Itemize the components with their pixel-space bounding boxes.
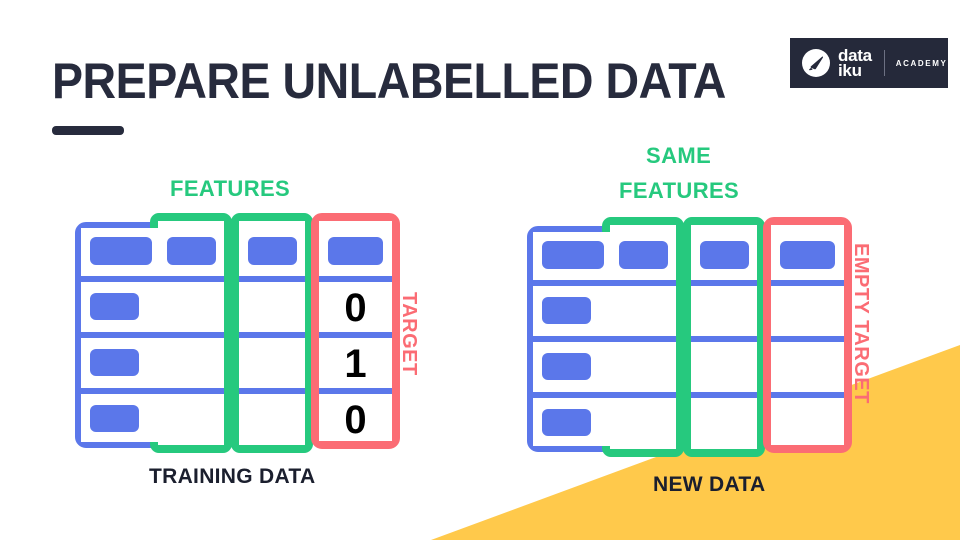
right-rowline-id-2	[533, 336, 617, 342]
right-features-label-line1: SAME	[646, 143, 712, 168]
logo-academy-label: ACADEMY	[895, 58, 948, 68]
right-column-target-frame	[763, 217, 852, 453]
right-rowline-f2-3	[691, 392, 757, 398]
right-header-chip-feature-1	[619, 241, 668, 269]
right-header-chip-feature-2	[700, 241, 749, 269]
right-rowline-f1-3	[610, 392, 676, 398]
left-table-caption: TRAINING DATA	[149, 465, 316, 488]
right-id-chip-row-3	[542, 353, 591, 380]
left-id-chip-row-2	[90, 293, 139, 320]
logo-divider	[883, 50, 885, 76]
right-header-chip-target	[780, 241, 835, 269]
right-table-caption: NEW DATA	[653, 473, 766, 496]
left-rowline-id-1	[81, 276, 165, 282]
right-rowline-f1-1	[610, 280, 676, 286]
left-rowline-f2-1	[239, 276, 305, 282]
left-target-label: TARGET	[398, 292, 420, 376]
left-rowline-f1-3	[158, 388, 224, 394]
left-rowline-tg-3	[319, 388, 392, 394]
left-rowline-f1-2	[158, 332, 224, 338]
left-header-chip-feature-1	[167, 237, 216, 265]
left-header-chip-target	[328, 237, 383, 265]
dataiku-bird-icon	[802, 49, 830, 77]
dataiku-academy-logo: data iku ACADEMY	[790, 38, 948, 88]
left-rowline-f2-2	[239, 332, 305, 338]
left-id-chip-row-4	[90, 405, 139, 432]
right-rowline-id-3	[533, 392, 617, 398]
right-rowline-f2-1	[691, 280, 757, 286]
right-id-chip-row-4	[542, 409, 591, 436]
left-target-value-row-3: 1	[344, 342, 367, 386]
right-column-feature-2-frame	[683, 217, 765, 457]
logo-wordmark-line2: iku	[838, 61, 862, 80]
left-rowline-f1-1	[158, 276, 224, 282]
left-rowline-tg-2	[319, 332, 392, 338]
right-features-label-line2: FEATURES	[619, 178, 740, 203]
left-column-target-frame	[311, 213, 400, 449]
right-header-chip-id	[542, 241, 604, 269]
page-title: PREPARE UNLABELLED DATA	[52, 53, 726, 109]
left-header-chip-feature-2	[248, 237, 297, 265]
left-rowline-id-2	[81, 332, 165, 338]
right-rowline-f1-2	[610, 336, 676, 342]
left-rowline-id-3	[81, 388, 165, 394]
left-target-value-row-2: 0	[344, 286, 367, 330]
left-column-feature-2-frame	[231, 213, 313, 453]
right-rowline-id-1	[533, 280, 617, 286]
left-features-label: FEATURES	[170, 176, 291, 201]
right-rowline-f2-2	[691, 336, 757, 342]
left-rowline-tg-1	[319, 276, 392, 282]
left-header-chip-id	[90, 237, 152, 265]
right-target-label: EMPTY TARGET	[850, 243, 872, 404]
right-rowline-tg-2	[771, 336, 844, 342]
logo-wordmark-line1: data	[838, 46, 872, 65]
title-underline-rule	[52, 126, 124, 135]
right-rowline-tg-1	[771, 280, 844, 286]
left-id-chip-row-3	[90, 349, 139, 376]
left-target-value-row-4: 0	[344, 398, 367, 442]
left-rowline-f2-3	[239, 388, 305, 394]
right-id-chip-row-2	[542, 297, 591, 324]
logo-wordmark: data iku	[838, 46, 872, 80]
right-rowline-tg-3	[771, 392, 844, 398]
